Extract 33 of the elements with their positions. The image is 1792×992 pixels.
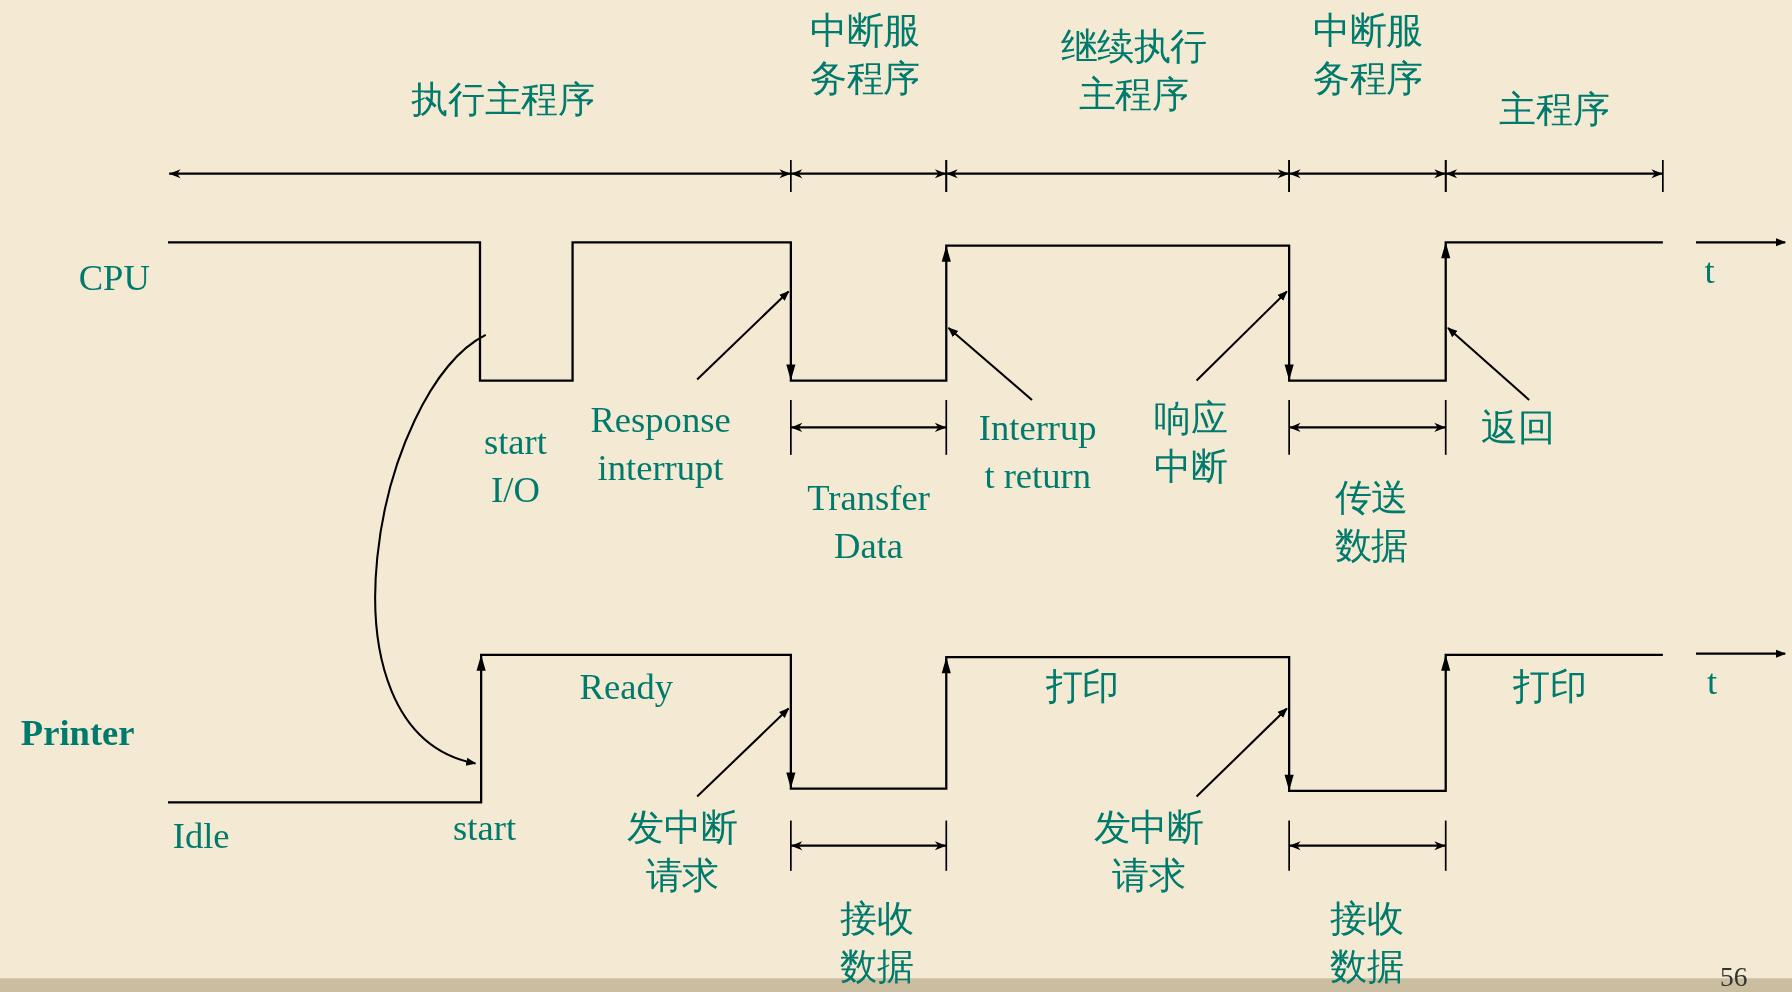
axis-label: t — [1703, 249, 1716, 294]
callout-text: Response interrupt — [563, 395, 758, 492]
signal-name: CPU — [77, 256, 151, 301]
state-label: Ready — [578, 665, 674, 710]
callout-text: 返回 — [1472, 403, 1564, 452]
callout-text: 发中断请求 — [618, 803, 747, 900]
page-number: 56 — [1719, 962, 1749, 992]
callout-text: 响应中断 — [1145, 394, 1237, 491]
leader-line — [696, 290, 790, 381]
section-title: 中断服务程序 — [809, 9, 921, 102]
event-label: start I/O — [482, 419, 548, 512]
state-label: Idle — [171, 813, 231, 858]
callout-text: Interrup t return — [970, 403, 1106, 500]
curved-arrow — [374, 334, 487, 765]
state-label: 打印 — [1044, 665, 1120, 710]
phase-label: 接收数据 — [839, 897, 915, 990]
leader-line — [1447, 327, 1530, 401]
section-title: 执行主程序 — [410, 77, 596, 122]
phase-label: 传送数据 — [1333, 475, 1409, 568]
section-title: 中断服务程序 — [1312, 9, 1424, 102]
leader-line — [1195, 707, 1288, 798]
axis-label: t — [1705, 659, 1719, 704]
leader-line — [1195, 290, 1288, 382]
callout-text: 发中断请求 — [1084, 803, 1213, 900]
leader-line — [947, 327, 1033, 401]
signal-name: Printer — [19, 711, 136, 756]
section-title: 继续执行主程序 — [1059, 25, 1208, 118]
state-label: 打印 — [1512, 665, 1588, 710]
phase-label: 接收数据 — [1329, 897, 1405, 990]
section-title: 主程序 — [1498, 88, 1611, 133]
phase-label: Transfer Data — [806, 475, 931, 568]
leader-line — [696, 707, 790, 798]
event-label: start — [452, 805, 518, 850]
